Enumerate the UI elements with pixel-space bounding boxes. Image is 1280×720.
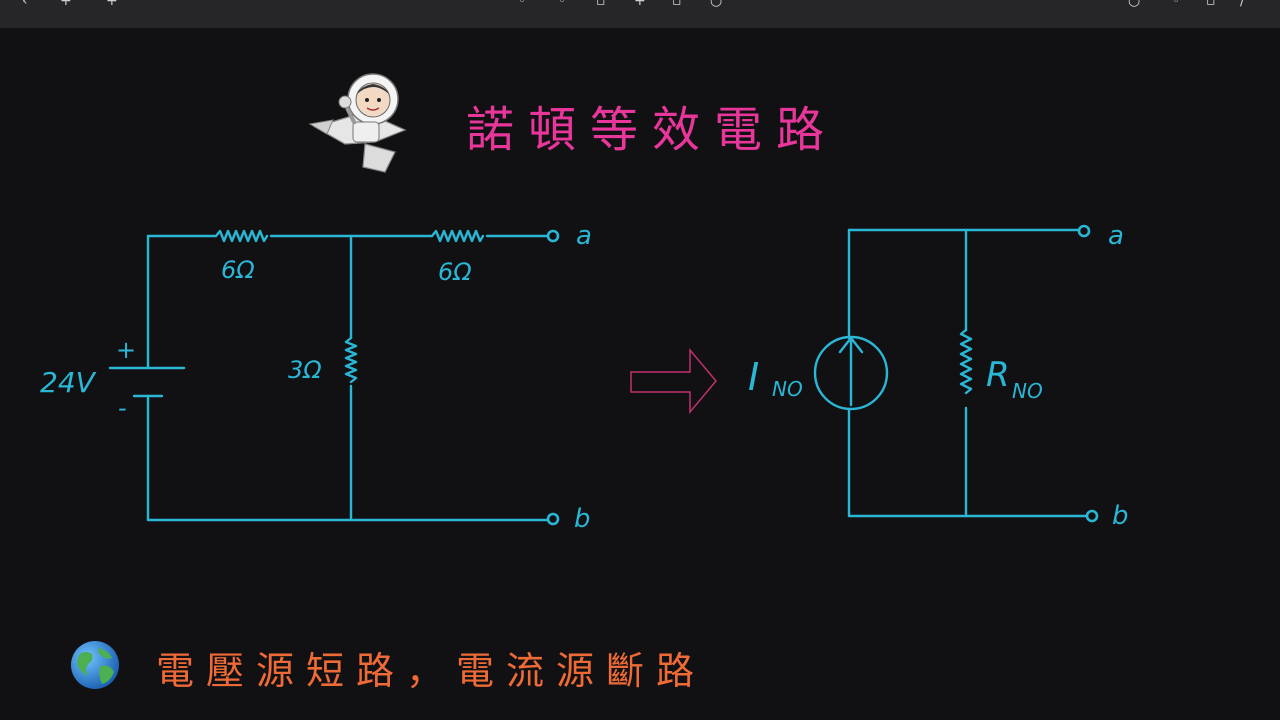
lasso-tool-icon[interactable]: + xyxy=(634,0,646,9)
arrow-right-icon xyxy=(630,347,717,415)
resistor-6ohm-left-label: 6Ω xyxy=(221,256,255,284)
terminal-a-left-label: a xyxy=(576,221,592,251)
edit-icon[interactable]: / xyxy=(1240,0,1245,9)
pen-tool-icon[interactable]: ◦ xyxy=(518,0,527,9)
shape-tool-icon[interactable]: ○ xyxy=(710,0,723,9)
current-source-label: I xyxy=(748,355,759,399)
terminal-a-right xyxy=(1077,224,1091,238)
resistor-3ohm xyxy=(344,336,358,384)
resistor-rno-subscript: NO xyxy=(1012,379,1043,403)
battery-voltage-label: 24V xyxy=(40,366,97,399)
resistor-6ohm-right-label: 6Ω xyxy=(438,258,472,286)
back-icon[interactable]: ‹ xyxy=(22,0,28,9)
top-toolbar: ‹ + + ◦ ◦ ▫ + ▫ ○ ○ ◦ ▫ / xyxy=(0,0,1280,28)
image-tool-icon[interactable]: ▫ xyxy=(672,0,682,9)
resistor-6ohm-right xyxy=(430,229,485,243)
search-icon[interactable]: ○ xyxy=(1128,0,1141,9)
terminal-b-left-label: b xyxy=(574,504,591,534)
globe-icon xyxy=(71,641,119,689)
resistor-rno xyxy=(959,328,973,395)
terminal-a-left xyxy=(546,229,560,243)
page-title: 諾頓等效電路 xyxy=(466,102,839,158)
pen-icon[interactable]: ◦ xyxy=(1172,0,1181,9)
terminal-a-right-label: a xyxy=(1108,221,1124,251)
resistor-3ohm-label: 3Ω xyxy=(288,356,322,384)
terminal-b-right xyxy=(1085,509,1099,523)
battery-minus-label: - xyxy=(118,394,127,422)
terminal-b-left xyxy=(546,512,560,526)
terminal-b-right-label: b xyxy=(1112,501,1129,531)
current-source-arrow xyxy=(838,336,864,407)
resistor-6ohm-left xyxy=(214,229,269,243)
share-icon[interactable]: ▫ xyxy=(1206,0,1216,9)
astronaut-mascot-icon xyxy=(308,73,407,173)
eraser-tool-icon[interactable]: ▫ xyxy=(596,0,606,9)
toolbar-icon[interactable]: + xyxy=(106,0,118,9)
battery-plus-label: + xyxy=(116,336,136,364)
highlighter-tool-icon[interactable]: ◦ xyxy=(558,0,567,9)
toolbar-icon[interactable]: + xyxy=(60,0,72,9)
current-source-subscript: NO xyxy=(772,377,803,401)
footer-note: 電壓源短路，電流源斷路 xyxy=(156,649,707,693)
resistor-rno-label: R xyxy=(986,355,1010,395)
